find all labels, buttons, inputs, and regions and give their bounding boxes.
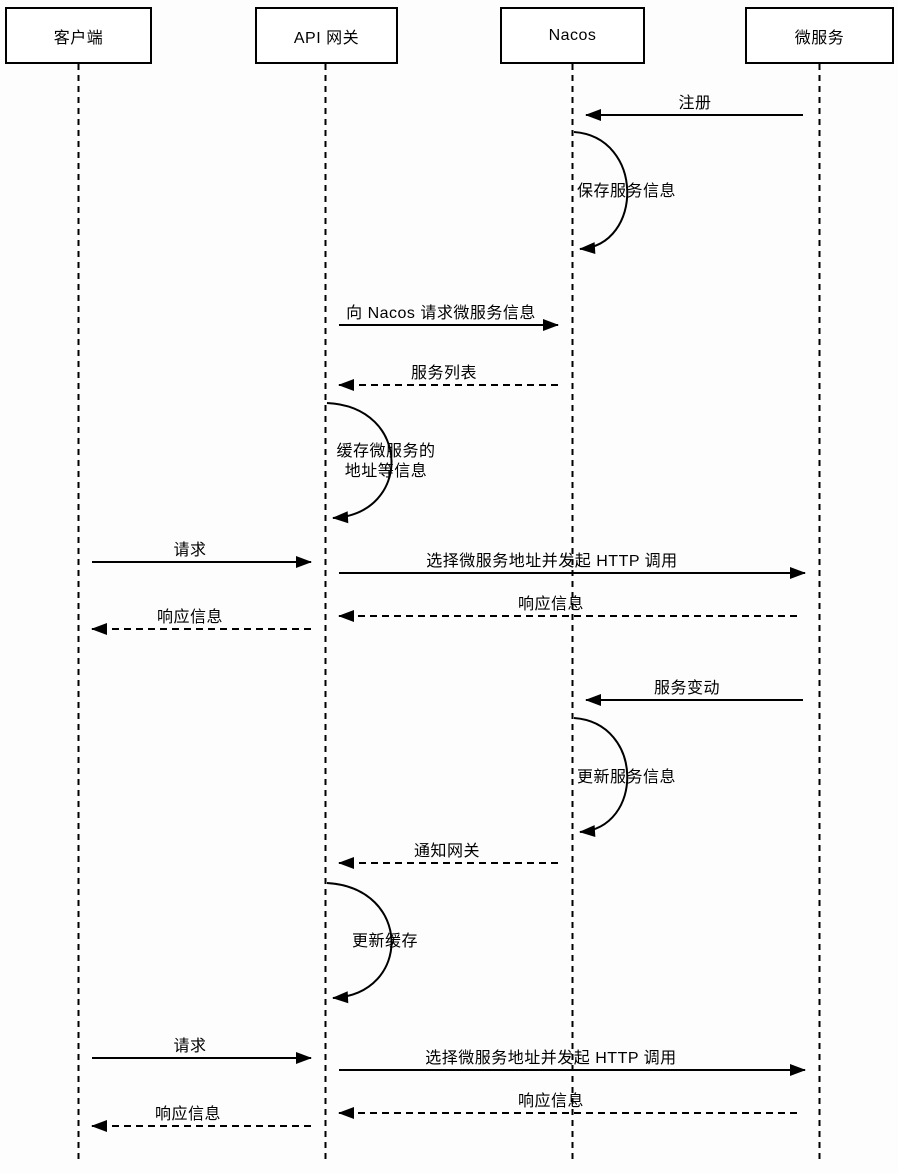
message-label-http-call-1: 选择微服务地址并发起 HTTP 调用 [426,553,678,570]
arrow-cache-service-address-self-loop [326,402,393,524]
actor-client: 客户端 [5,7,152,64]
actor-microservice-label: 微服务 [794,29,845,47]
message-label-notify-gateway: 通知网关 [413,843,481,860]
message-label-update-cache: 更新缓存 [352,933,419,950]
actor-client-label: 客户端 [53,29,104,47]
message-label-request-service-info: 向 Nacos 请求微服务信息 [346,305,536,322]
message-label-cache-service-address: 缓存微服务的 地址等信息 [336,442,435,482]
actor-nacos-label: Nacos [548,26,597,44]
message-label-service-list: 服务列表 [410,365,478,382]
actor-api-gateway-label: API 网关 [293,29,360,47]
actor-microservice: 微服务 [745,7,894,64]
message-label-request-1: 请求 [173,542,207,559]
message-label-response-to-gateway-2: 响应信息 [517,1093,585,1110]
message-label-service-change: 服务变动 [653,680,721,697]
arrow-save-service-info-self-loop [573,131,629,255]
message-label-request-2: 请求 [173,1038,207,1055]
message-label-update-service-info: 更新服务信息 [577,769,677,786]
actor-api-gateway: API 网关 [255,7,398,64]
message-label-save-service-info: 保存服务信息 [577,183,677,200]
arrow-update-cache-self-loop [326,882,393,1004]
message-label-cache-service-address-line1: 缓存微服务的 [336,443,436,460]
message-label-register: 注册 [678,95,712,112]
message-label-cache-service-address-line2: 地址等信息 [344,463,428,480]
message-label-response-to-client-1: 响应信息 [156,609,224,626]
message-label-http-call-2: 选择微服务地址并发起 HTTP 调用 [425,1050,677,1067]
actor-nacos: Nacos [500,7,645,64]
message-label-response-to-client-2: 响应信息 [154,1106,222,1123]
arrow-update-service-info-self-loop [573,717,629,838]
message-label-response-to-gateway-1: 响应信息 [517,596,585,613]
